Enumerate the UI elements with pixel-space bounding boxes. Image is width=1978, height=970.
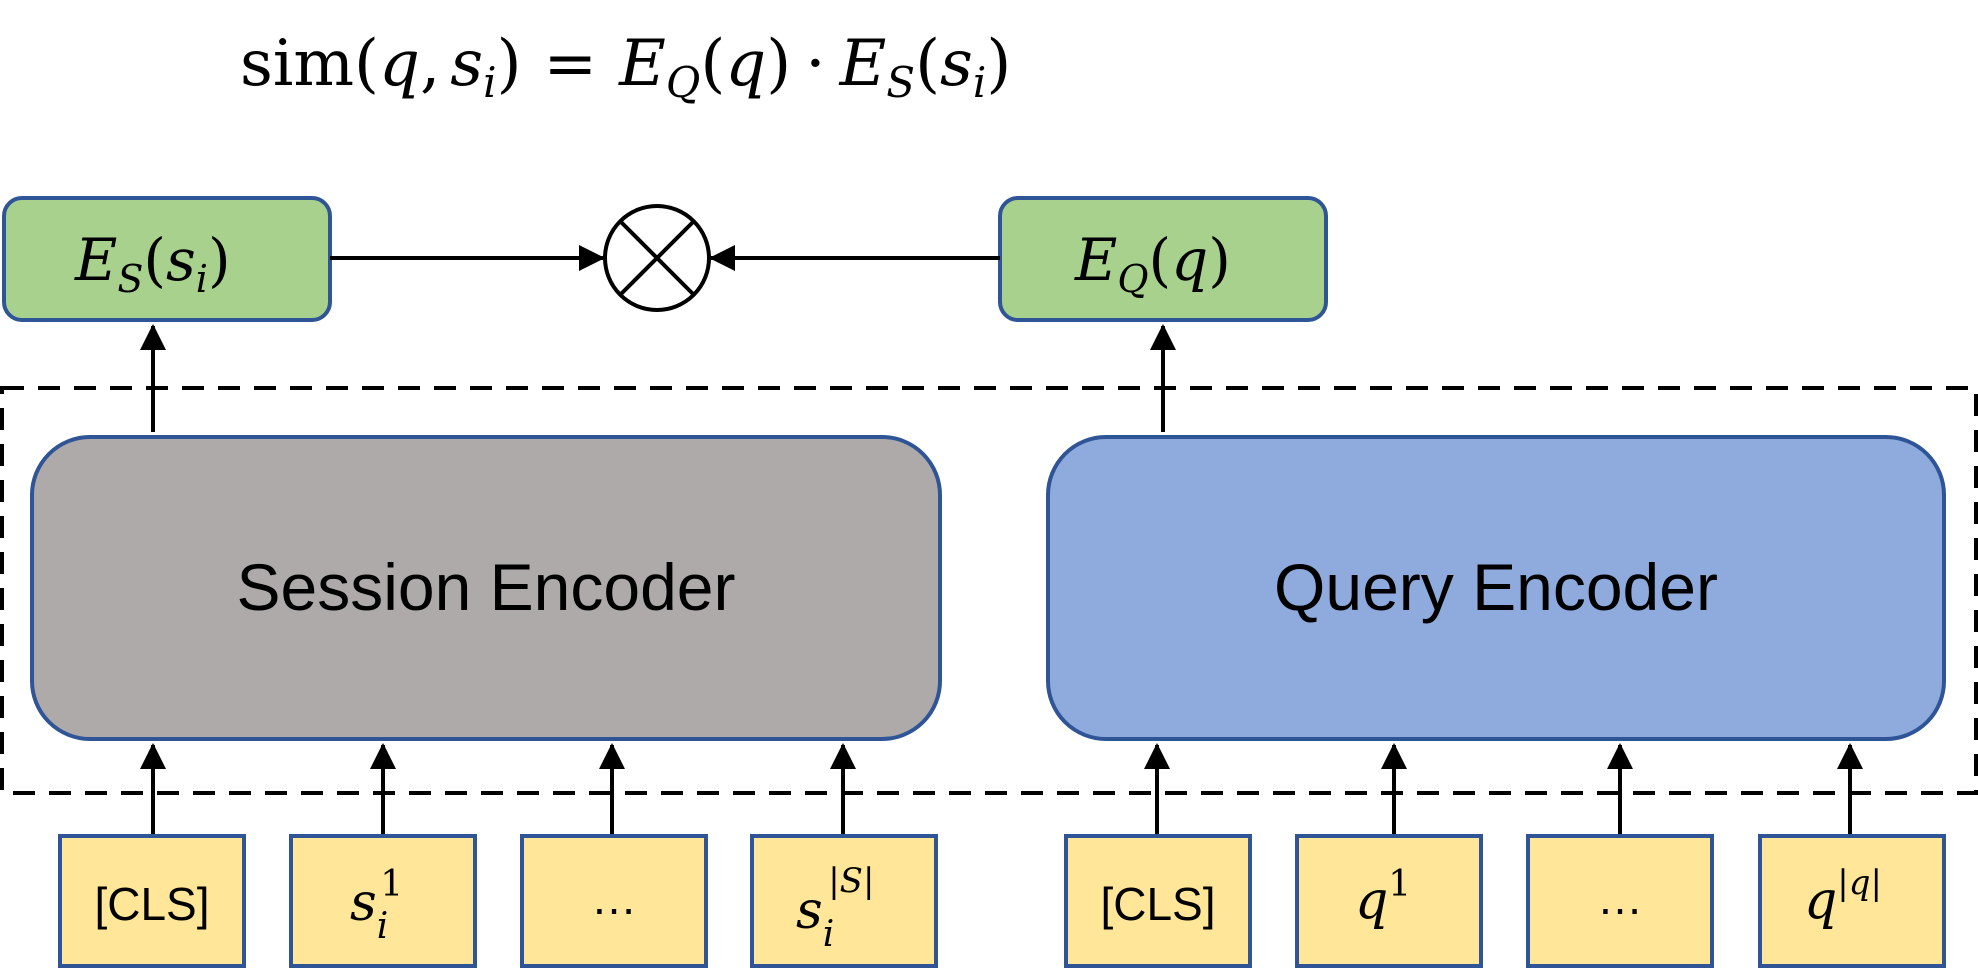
session-input-arrows — [140, 743, 856, 834]
session-token-cls-label: [CLS] — [94, 878, 209, 930]
query-token-ellipsis-label: … — [1597, 872, 1643, 924]
query-encoder-label: Query Encoder — [1274, 550, 1718, 624]
query-token-1-label: q1 — [1355, 864, 1411, 931]
query-embedding-label: EQ(q) — [1074, 226, 1231, 301]
similarity-formula: sim(q,si)=EQ(q)·ES(si) — [240, 27, 1011, 107]
session-token-1 — [289, 834, 477, 968]
query-encoder-box — [1046, 435, 1946, 741]
session-token-cls — [58, 834, 246, 968]
query-token-ellipsis — [1526, 834, 1714, 968]
session-token-1-label: si1 — [350, 864, 403, 947]
encoder-region — [0, 386, 1978, 795]
query-token-cls-label: [CLS] — [1100, 878, 1215, 930]
session-token-last-label: si|S| — [796, 861, 874, 955]
session-encoder-label: Session Encoder — [237, 550, 736, 624]
dot-product-operator-icon — [603, 204, 711, 312]
session-token-last — [750, 834, 938, 968]
query-token-1 — [1295, 834, 1483, 968]
session-token-ellipsis-label: … — [591, 872, 637, 924]
session-encoder-box — [30, 435, 942, 741]
query-token-last-label: q|q| — [1804, 863, 1882, 931]
session-embedding-label: ES(si) — [74, 226, 231, 301]
query-input-arrows — [1144, 743, 1863, 834]
query-token-cls — [1064, 834, 1252, 968]
session-token-ellipsis — [520, 834, 708, 968]
query-token-last — [1758, 834, 1946, 968]
